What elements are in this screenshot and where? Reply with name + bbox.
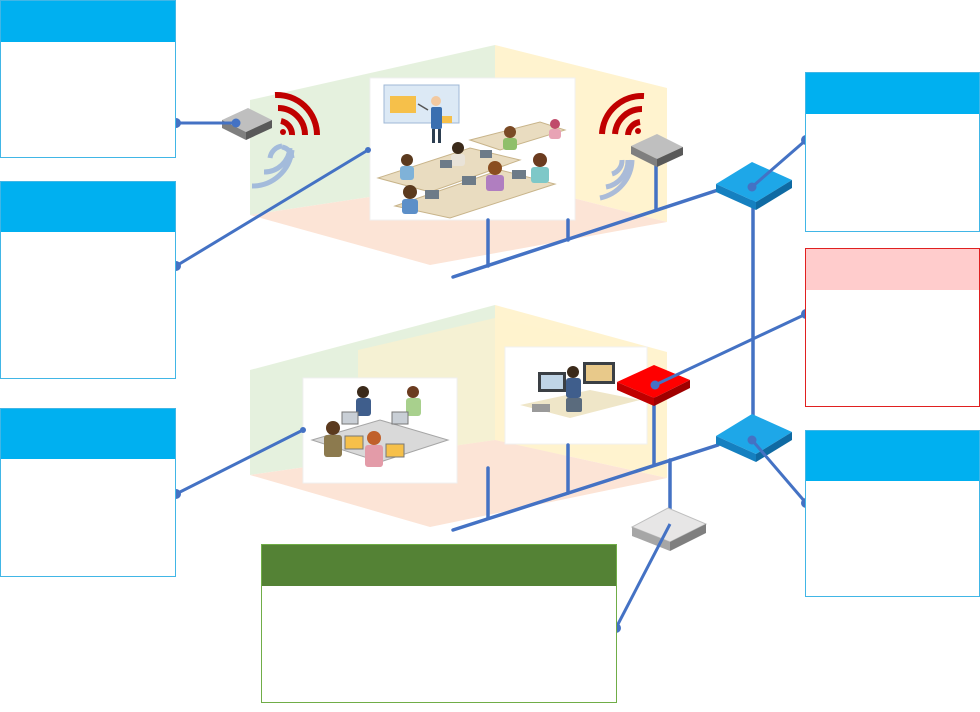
- callout-body: [1, 232, 175, 378]
- office-illustration: [302, 377, 458, 484]
- callout-body: [1, 459, 175, 576]
- callout-right-middle: [805, 248, 980, 407]
- callout-right-top: [805, 72, 980, 232]
- callout-body: [262, 586, 616, 702]
- callout-header: [806, 431, 979, 481]
- callout-body: [806, 114, 979, 231]
- wifi-icon: [599, 92, 645, 201]
- callout-body: [806, 290, 979, 406]
- connector-dot: [365, 147, 371, 153]
- callout-left-bottom: [0, 408, 176, 577]
- callout-header: [1, 1, 175, 42]
- wifi-icon: [251, 91, 321, 189]
- callout-body: [1, 42, 175, 157]
- network-switch-icon: [716, 162, 792, 210]
- callout-connectors: [171, 118, 811, 633]
- callout-right-bottom: [805, 430, 980, 597]
- callout-header: [1, 182, 175, 232]
- callout-header: [262, 545, 616, 586]
- monitoring-room-illustration: [504, 346, 648, 445]
- callout-left-top: [0, 0, 176, 158]
- connector-dot: [650, 380, 660, 390]
- access-point-icon: [631, 134, 683, 167]
- connector-dot: [747, 182, 757, 192]
- upper-floor-cable: [451, 188, 720, 279]
- connector-right-middle: [654, 312, 807, 387]
- callout-header: [806, 249, 979, 290]
- network-switch-icon: [630, 507, 708, 551]
- connector-left-middle: [175, 148, 369, 268]
- connector-right-top: [751, 138, 807, 189]
- backbone-cabling: [451, 158, 755, 532]
- connector-left-bottom: [175, 428, 304, 496]
- callout-header: [1, 409, 175, 459]
- connector-dot: [300, 427, 306, 433]
- callout-body: [806, 481, 979, 596]
- connector-dot: [747, 435, 757, 445]
- connector-dot: [231, 118, 241, 128]
- connector-right-bottom: [750, 439, 808, 504]
- callout-header: [806, 73, 979, 114]
- callout-bottom-center: [261, 544, 617, 703]
- lower-floor-cable: [451, 443, 720, 532]
- connector-bottom-center: [614, 523, 672, 629]
- callout-left-middle: [0, 181, 176, 379]
- classroom-illustration: [369, 77, 576, 221]
